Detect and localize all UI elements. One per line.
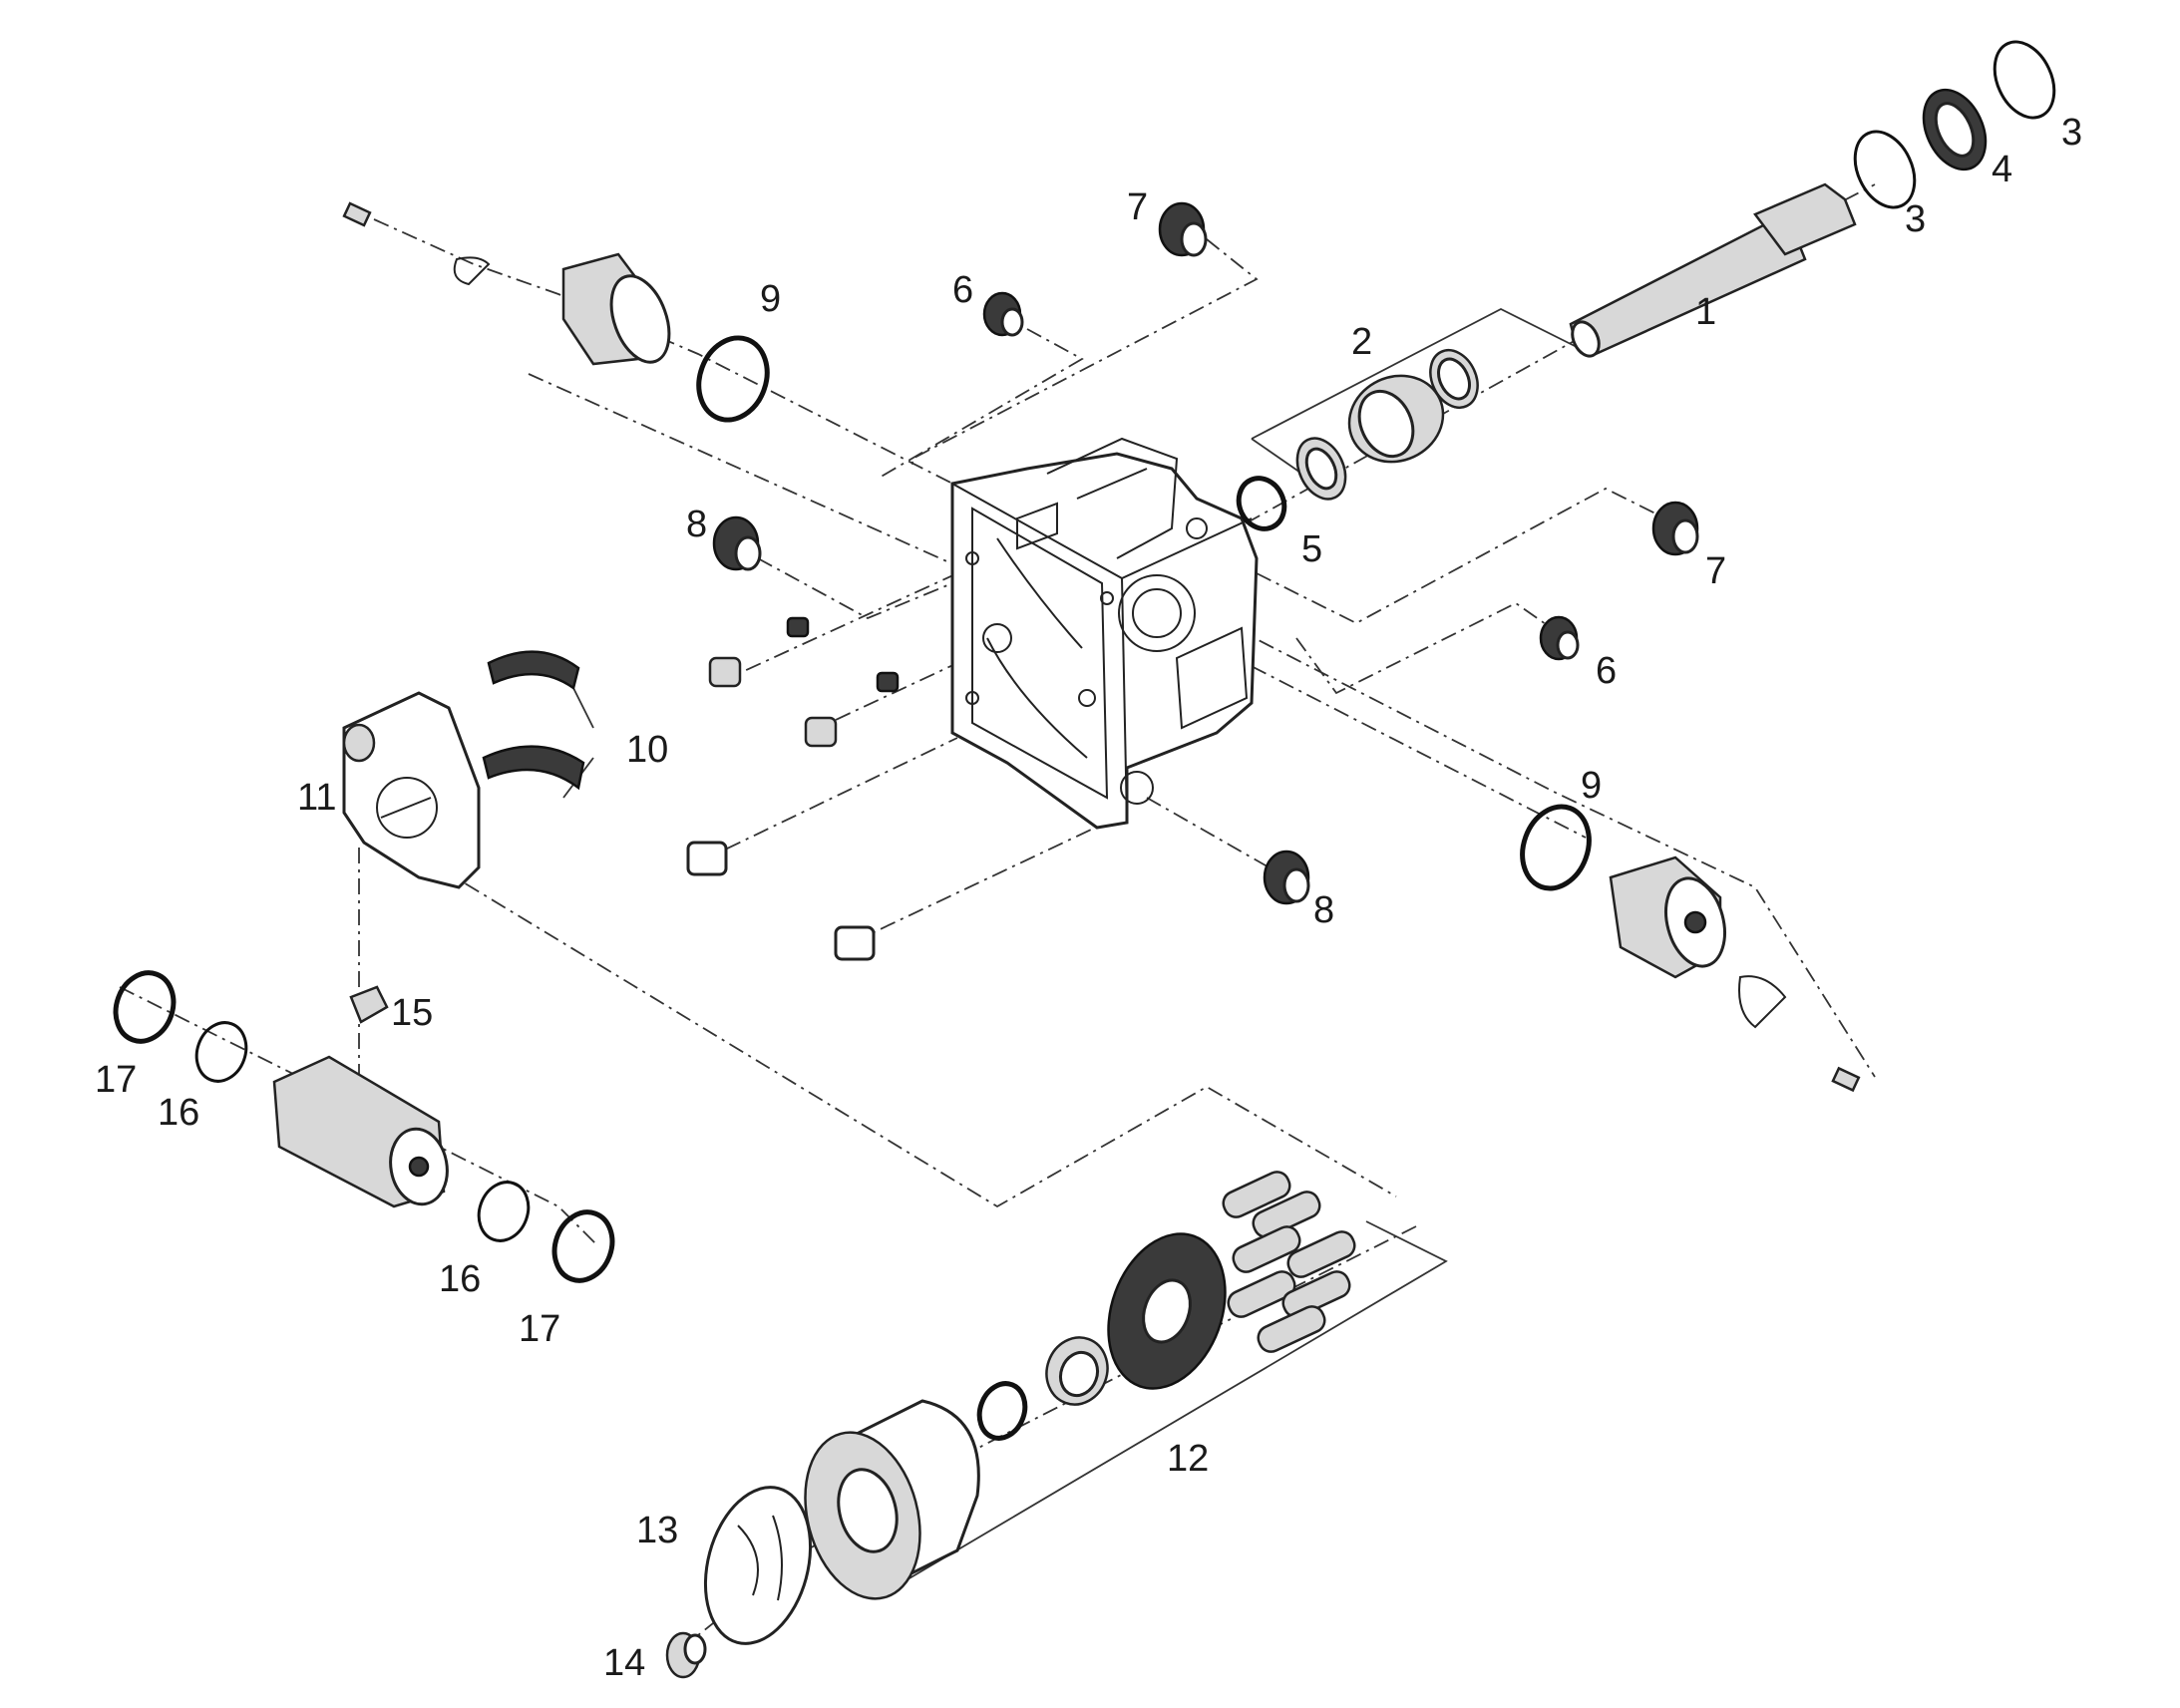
- callout-14: 14: [603, 1642, 645, 1684]
- bracket-2: [1251, 307, 1582, 440]
- circlip: [976, 1381, 1028, 1441]
- small-insert-1: [786, 616, 810, 638]
- callout-2: 2: [1351, 321, 1372, 363]
- circlip-5: [1236, 476, 1287, 531]
- callout-12: 12: [1167, 1438, 1209, 1480]
- axis-swash-rotary: [438, 866, 1397, 1208]
- pump-housing: [950, 437, 1259, 830]
- assembly-lines: [119, 183, 1876, 1636]
- o-ring-9-top: [696, 335, 770, 423]
- retaining-ring-3b: [1993, 40, 2056, 120]
- callout-9b: 9: [1581, 765, 1602, 807]
- axis-pin-2: [852, 812, 1128, 943]
- clip-right: [1738, 975, 1787, 1029]
- axis-plug-6a: [877, 328, 1084, 480]
- axis-servo-top: [373, 218, 963, 490]
- axis-servo-right-2: [1196, 637, 1587, 839]
- o-ring-16-left: [194, 1021, 248, 1083]
- o-ring-17-left: [113, 970, 177, 1044]
- axis-plug-8a: [757, 557, 953, 619]
- bolt-top-left: [342, 201, 372, 227]
- o-ring-9-right: [1520, 804, 1592, 891]
- nut-15: [349, 985, 389, 1024]
- bearing-shell-10a: [487, 650, 580, 691]
- small-plug-2: [804, 716, 838, 748]
- o-ring-17-right: [551, 1209, 615, 1283]
- swash-plate-group: [342, 650, 585, 1024]
- swash-plate-11: [342, 691, 481, 889]
- callout-6b: 6: [1596, 650, 1617, 692]
- axis-plug-8b: [1146, 797, 1287, 878]
- callout-17a: 17: [95, 1059, 137, 1101]
- callout-1: 1: [1695, 291, 1716, 333]
- bearing-shell-10b: [482, 745, 585, 791]
- callout-7a: 7: [1127, 186, 1148, 228]
- pin-2: [834, 925, 876, 961]
- axis-valve: [119, 986, 599, 1247]
- callout-8a: 8: [686, 504, 707, 545]
- servo-piston-top: [342, 201, 770, 423]
- callout-6a: 6: [952, 269, 973, 311]
- pin-1: [686, 841, 728, 876]
- callout-15: 15: [391, 992, 433, 1034]
- callouts: 1 2 3 3 4 5 6 6 7 7 8 8 9 9 10 11 12 13 …: [95, 112, 2082, 1684]
- small-plug-1: [708, 656, 742, 688]
- small-insert-2: [876, 671, 900, 693]
- drive-shaft-group: [1236, 40, 2056, 531]
- drive-shaft: [1569, 217, 1807, 356]
- callout-16b: 16: [439, 1258, 481, 1300]
- axis-small-plug-2: [807, 662, 958, 734]
- pistons: [1222, 1171, 1356, 1353]
- bolt-right: [1831, 1066, 1861, 1093]
- callout-3a: 3: [1905, 198, 1926, 240]
- callout-4: 4: [1992, 149, 2012, 190]
- callout-9a: 9: [760, 278, 781, 320]
- retaining-ring-3a: [1853, 130, 1917, 209]
- control-valve-group: [113, 970, 615, 1283]
- callout-17b: 17: [519, 1308, 560, 1350]
- rotary-group: [665, 1171, 1356, 1679]
- callout-3b: 3: [2061, 112, 2082, 154]
- callout-10: 10: [626, 729, 668, 771]
- axis-plug-7b: [1256, 487, 1686, 625]
- plugs: [686, 201, 1699, 961]
- axis-pin-1: [697, 737, 958, 863]
- callout-7b: 7: [1705, 550, 1726, 592]
- axis-plug-7a: [911, 238, 1259, 469]
- callout-16a: 16: [158, 1092, 199, 1134]
- axis-plug-6b: [1295, 601, 1567, 695]
- callout-11: 11: [297, 777, 336, 819]
- o-ring-16-right: [477, 1181, 531, 1242]
- clip-top-left: [453, 256, 491, 286]
- axis-small-plug-1: [717, 572, 958, 684]
- callout-13: 13: [636, 1510, 678, 1551]
- servo-piston-right: [1520, 804, 1861, 1093]
- callout-5: 5: [1301, 528, 1322, 570]
- callout-8b: 8: [1313, 889, 1334, 931]
- axis-servo-right: [1176, 597, 1876, 1078]
